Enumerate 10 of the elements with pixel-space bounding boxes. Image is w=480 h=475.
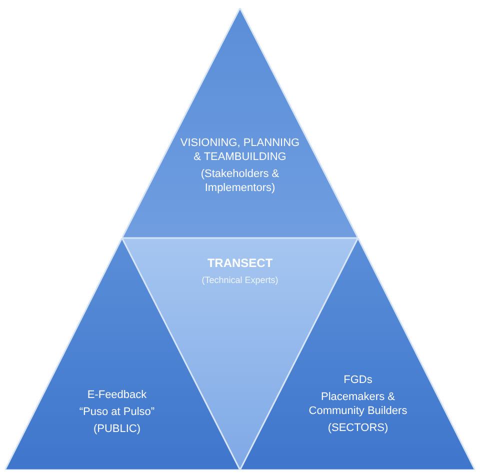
section-heading: FGDs bbox=[344, 373, 372, 387]
section-note: (Stakeholders & Implementors) bbox=[200, 167, 280, 195]
section-note: “Puso at Pulso” bbox=[79, 405, 155, 419]
section-note: (PUBLIC) bbox=[93, 422, 141, 436]
section-heading: E-Feedback bbox=[87, 388, 147, 402]
section-note: Placemakers & Community Builders bbox=[308, 390, 408, 418]
section-note: (SECTORS) bbox=[328, 421, 388, 435]
section-note: (Technical Experts) bbox=[202, 274, 278, 287]
section-heading: TRANSECT bbox=[207, 256, 273, 270]
section-heading: VISIONING, PLANNING & TEAMBUILDING bbox=[180, 136, 300, 164]
